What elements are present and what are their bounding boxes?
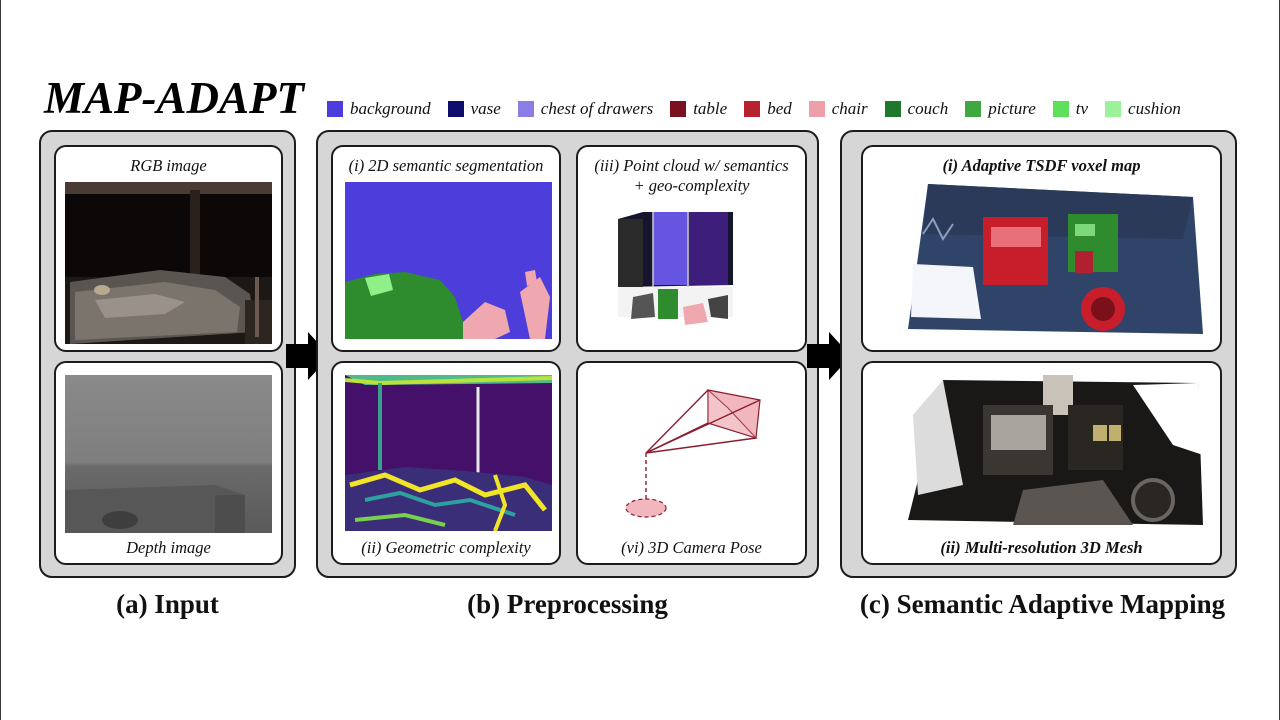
preprocessing-group: (i) 2D semantic segmentation (iii) Point… [316,130,819,578]
legend-label: chair [831,99,868,118]
left-border [0,0,1,720]
legend-item: tv [1052,99,1089,119]
point-cloud-caption-line2: + geo-complexity [633,176,750,195]
legend-swatch [1052,101,1069,117]
legend-item: table [670,99,727,119]
legend-label: table [693,99,728,118]
point-cloud-image [613,207,763,337]
camera-pose-caption: (vi) 3D Camera Pose [621,538,762,557]
point-cloud-panel: (iii) Point cloud w/ semantics + geo-com… [576,145,807,352]
semantic-legend: background vase chest of drawers table bed ch… [327,99,1198,119]
input-section-label: (a) Input [116,589,219,619]
legend-item: chair [808,99,868,119]
camera-pose-icon [625,388,761,518]
legend-label: bed [767,99,792,118]
legend-swatch [884,101,901,117]
legend-item: background [327,99,431,119]
legend-swatch [808,101,825,117]
figure-title: MAP-ADAPT [44,73,305,123]
multi-resolution-mesh-panel: (ii) Multi-resolution 3D Mesh [861,361,1222,565]
semantic-segmentation-image [345,182,552,339]
rgb-image-panel: RGB image [54,145,283,352]
legend-item: picture [965,99,1036,119]
mapping-group: (i) Adaptive TSDF voxel map [840,130,1237,578]
legend-label: background [350,99,431,118]
semantic-segmentation-panel: (i) 2D semantic segmentation [331,145,561,352]
legend-swatch [327,101,343,117]
legend-swatch [965,101,982,117]
input-group: RGB image [39,130,296,578]
point-cloud-caption-line1: (iii) Point cloud w/ semantics [594,156,789,175]
depth-image-caption: Depth image [126,538,211,557]
rgb-image [65,182,272,344]
legend-swatch [517,101,534,117]
legend-label: tv [1075,99,1089,118]
legend-swatch [744,101,761,117]
geometric-complexity-caption: (ii) Geometric complexity [361,538,531,557]
camera-pose-panel: (vi) 3D Camera Pose [576,361,807,565]
legend-item: cushion [1105,99,1181,119]
semantic-segmentation-caption: (i) 2D semantic segmentation [348,156,544,175]
legend-swatch [447,101,464,117]
legend-item: vase [447,99,501,119]
depth-image-panel: Depth image [54,361,283,565]
tsdf-voxel-map-caption: (i) Adaptive TSDF voxel map [942,156,1141,175]
rgb-image-caption: RGB image [130,156,207,175]
mapping-section-label: (c) Semantic Adaptive Mapping [859,589,1226,619]
depth-image [65,375,272,533]
legend-swatch [670,101,687,117]
legend-item: bed [744,99,792,119]
legend-label: cushion [1128,99,1181,118]
legend-item: couch [884,99,949,119]
multi-resolution-mesh-caption: (ii) Multi-resolution 3D Mesh [940,538,1143,557]
legend-label: couch [907,99,949,118]
legend-swatch [1105,101,1122,117]
preprocessing-section-label: (b) Preprocessing [467,589,668,619]
legend-item: chest of drawers [517,99,654,119]
geometric-complexity-image [345,375,552,531]
legend-label: chest of drawers [540,99,654,118]
multi-resolution-mesh-image [903,375,1213,535]
geometric-complexity-panel: (ii) Geometric complexity [331,361,561,565]
tsdf-voxel-map-panel: (i) Adaptive TSDF voxel map [861,145,1222,352]
tsdf-voxel-map-image [903,179,1213,344]
legend-label: picture [988,99,1036,118]
legend-label: vase [470,99,501,118]
